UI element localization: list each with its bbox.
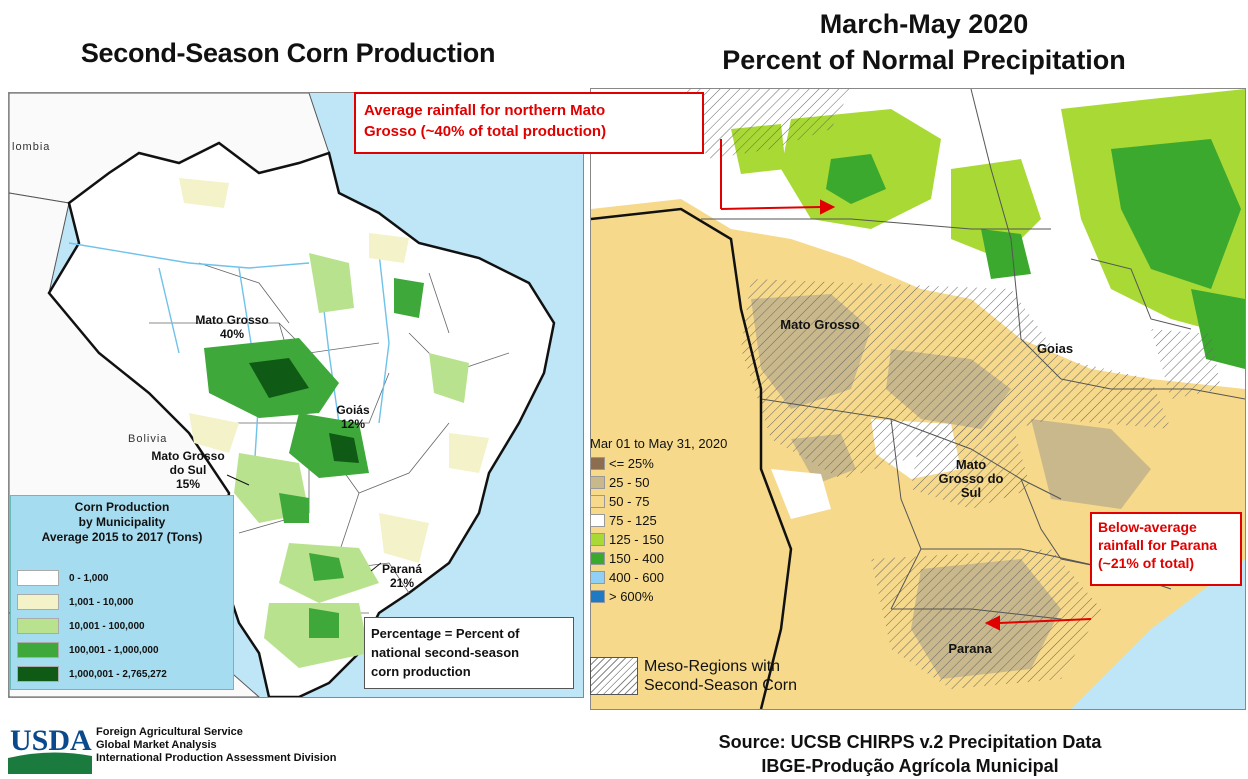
precip-legend-swatch — [590, 495, 605, 508]
meso-regions-legend: Meso-Regions with Second-Season Corn — [590, 654, 797, 698]
legend-swatch — [17, 666, 59, 682]
usda-logo-text: USDA — [10, 724, 92, 757]
legend-title: Corn Production by Municipality Average … — [41, 500, 203, 544]
precip-legend-row: 150 - 400 — [590, 549, 805, 568]
legend-class-row: 1,000,001 - 2,765,272 — [17, 666, 167, 682]
precip-legend-swatch — [590, 476, 605, 489]
precip-legend-row: <= 25% — [590, 454, 805, 473]
precip-legend-row: 25 - 50 — [590, 473, 805, 492]
percentage-note: Percentage = Percent of national second-… — [364, 617, 574, 689]
precip-legend-swatch — [590, 571, 605, 584]
precipitation-map-graphic — [591, 89, 1245, 709]
legend-swatch — [17, 618, 59, 634]
label-mato-grosso: Mato Grosso 40% — [195, 313, 269, 341]
right-title-line1: March-May 2020 — [819, 9, 1029, 39]
precip-legend-row: 125 - 150 — [590, 530, 805, 549]
precip-legend-swatch — [590, 514, 605, 527]
label-goias: Goiás 12% — [336, 403, 370, 431]
precip-legend-swatch — [590, 552, 605, 565]
precip-legend-header: Mar 01 to May 31, 2020 — [590, 436, 728, 451]
callout-northern-mato-grosso: Average rainfall for northern Mato Gross… — [354, 92, 704, 154]
legend-class-row: 10,001 - 100,000 — [17, 618, 145, 634]
label-parana: Paraná 21% — [381, 562, 423, 590]
label-goias-right: Goias — [1036, 341, 1074, 356]
meso-regions-label: Meso-Regions with Second-Season Corn — [644, 658, 797, 694]
precip-legend-row: 50 - 75 — [590, 492, 805, 511]
hatch-swatch — [590, 657, 638, 695]
brazil-border — [591, 207, 793, 709]
label-mato-grosso-do-sul-right: Mato Grosso do Sul — [938, 457, 1004, 500]
legend-swatch — [17, 570, 59, 586]
usda-logo: USDA — [8, 722, 92, 779]
country-label-colombia: lombia — [12, 141, 51, 153]
source-credit: Source: UCSB CHIRPS v.2 Precipitation Da… — [718, 732, 1102, 776]
legend-class-row: 1,001 - 10,000 — [17, 594, 134, 610]
usda-logo-graphic: USDA — [8, 724, 92, 774]
legend-class-row: 0 - 1,000 — [17, 570, 108, 586]
agency-info: Foreign Agricultural Service Global Mark… — [96, 726, 337, 764]
label-parana-right: Parana — [948, 641, 992, 656]
left-map-title: Second-Season Corn Production — [80, 38, 496, 68]
precip-legend-row: 75 - 125 — [590, 511, 805, 530]
parana-pointer — [370, 562, 382, 572]
legend-class-row: 100,001 - 1,000,000 — [17, 642, 159, 658]
precip-legend-row: 400 - 600 — [590, 568, 805, 587]
atlantic-ocean — [1071, 559, 1245, 709]
meso-regions-hatch — [681, 89, 1221, 689]
right-title-line2: Percent of Normal Precipitation — [722, 45, 1126, 75]
callout-arrows — [720, 139, 1092, 631]
country-label-bolivia: Bolivia — [128, 433, 168, 445]
precip-legend-swatch — [590, 590, 605, 603]
label-mato-grosso-do-sul: Mato Grosso do Sul 15% — [151, 449, 225, 491]
production-patches — [179, 178, 489, 668]
precipitation-map — [590, 88, 1246, 710]
legend-swatch — [17, 642, 59, 658]
precipitation-legend: Mar 01 to May 31, 2020 <= 25% 25 - 50 50… — [590, 436, 805, 606]
precip-legend-swatch — [590, 533, 605, 546]
usda-logo-field — [8, 752, 92, 774]
label-mato-grosso-right: Mato Grosso — [780, 317, 860, 332]
precip-legend-row: > 600% — [590, 587, 805, 606]
precip-zone-west — [591, 224, 791, 709]
corn-production-legend: Corn Production by Municipality Average … — [10, 495, 234, 690]
mato-grosso-do-sul-pointer — [226, 474, 250, 486]
precip-legend-swatch — [590, 457, 605, 470]
legend-swatch — [17, 594, 59, 610]
callout-parana: Below-average rainfall for Parana (~21% … — [1090, 512, 1242, 586]
right-map-title: March-May 2020 Percent of Normal Precipi… — [600, 6, 1248, 78]
